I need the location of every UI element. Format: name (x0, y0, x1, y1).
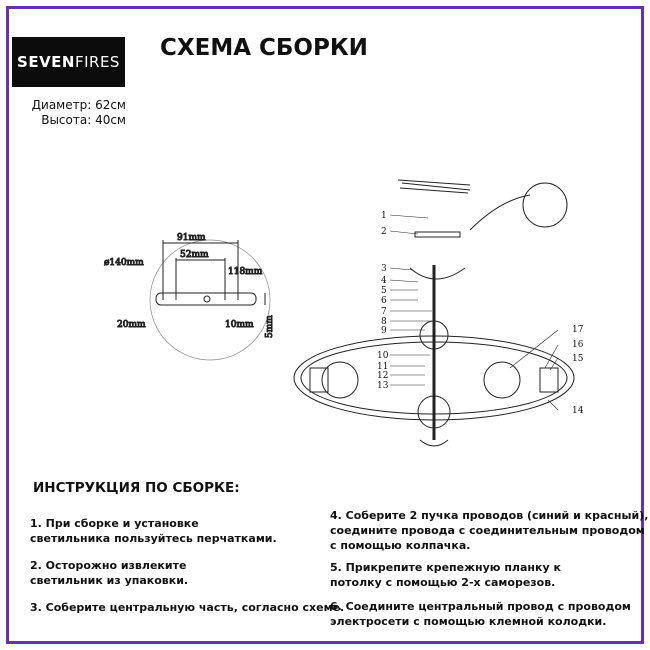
svg-text:9: 9 (381, 326, 387, 336)
svg-text:17: 17 (572, 325, 584, 335)
svg-text:91mm: 91mm (177, 233, 206, 243)
step-2: 2. Осторожно извлеките светильник из упа… (30, 559, 189, 587)
svg-text:1: 1 (381, 211, 387, 221)
svg-text:10mm: 10mm (225, 320, 254, 330)
svg-text:10: 10 (377, 351, 389, 361)
step-1: 1. При сборке и установке светильника по… (30, 517, 277, 545)
svg-text:12: 12 (377, 371, 388, 381)
svg-text:6: 6 (381, 296, 387, 306)
svg-text:5: 5 (381, 286, 387, 296)
page-border (6, 6, 644, 644)
svg-text:2: 2 (381, 227, 387, 237)
svg-text:ø140mm: ø140mm (104, 258, 144, 268)
svg-text:20mm: 20mm (117, 320, 146, 330)
svg-text:7: 7 (381, 307, 387, 317)
svg-text:14: 14 (572, 406, 584, 416)
page-title: СХЕМА СБОРКИ (160, 35, 368, 61)
instructions-heading: ИНСТРУКЦИЯ ПО СБОРКЕ: (33, 480, 240, 496)
step-6: 6. Соедините центральный провод с провод… (330, 600, 631, 628)
step-4: 4. Соберите 2 пучка проводов (синий и кр… (330, 509, 649, 552)
svg-text:5mm: 5mm (265, 315, 275, 338)
svg-text:4: 4 (381, 276, 387, 286)
svg-text:8: 8 (381, 317, 387, 327)
step-5: 5. Прикрепите крепежную планку к потолку… (330, 561, 561, 589)
svg-text:15: 15 (572, 354, 584, 364)
svg-text:16: 16 (572, 340, 584, 350)
svg-text:3: 3 (381, 264, 387, 274)
svg-text:13: 13 (377, 381, 389, 391)
svg-text:11: 11 (377, 362, 388, 372)
svg-text:52mm: 52mm (180, 250, 209, 260)
step-3: 3. Соберите центральную часть, согласно … (30, 601, 345, 614)
svg-text:118mm: 118mm (228, 267, 263, 277)
